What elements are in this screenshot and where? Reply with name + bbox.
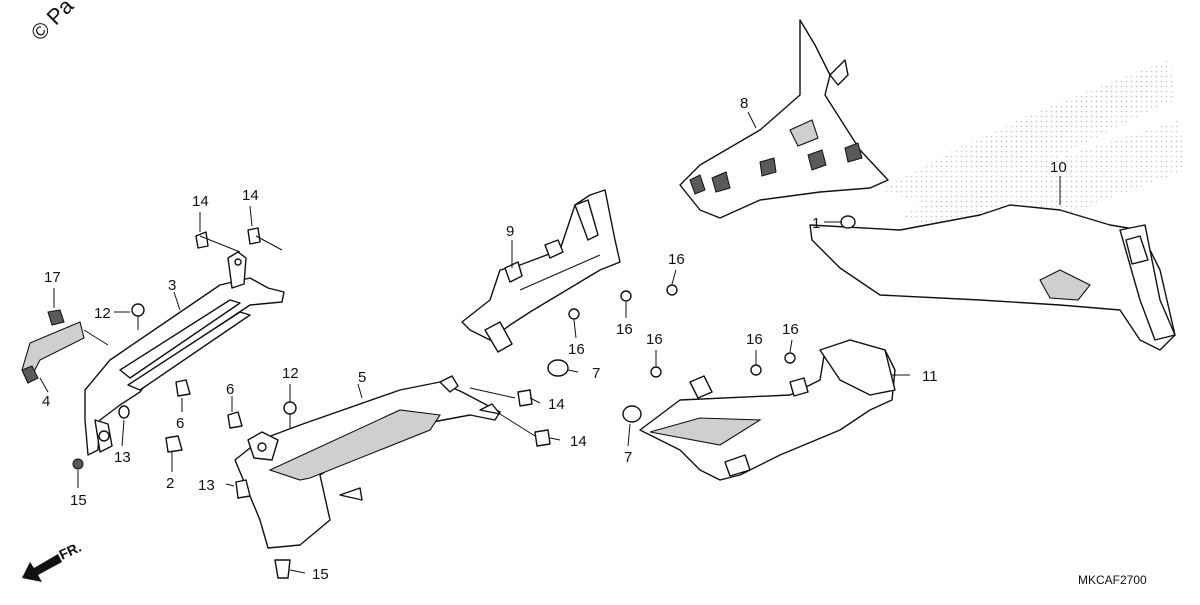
callout-16d: 16: [646, 331, 663, 348]
callout-13a: 13: [114, 449, 131, 466]
callout-14a: 14: [192, 193, 209, 210]
callout-8: 8: [740, 95, 748, 112]
callout-14b: 14: [242, 187, 259, 204]
callout-labels: 1 2 3 4 5 6 6 7 7 8 9 10 11 12 12 13 13 …: [42, 95, 1067, 583]
part-3-bracket: [84, 251, 285, 456]
front-direction-arrow: FR.: [22, 539, 84, 582]
callout-16c: 16: [568, 341, 585, 358]
callout-5: 5: [358, 369, 366, 386]
part-11-cover: [639, 339, 896, 481]
callout-17: 17: [44, 269, 61, 286]
callout-15b: 15: [312, 566, 329, 583]
copyright-mark: © Pa: [26, 0, 79, 46]
callout-14d: 14: [570, 433, 587, 450]
callout-1: 1: [812, 215, 820, 232]
callout-15a: 15: [70, 492, 87, 509]
callout-14c: 14: [548, 396, 565, 413]
leader-lines: [39, 111, 1061, 574]
callout-9: 9: [506, 223, 514, 240]
callout-7a: 7: [592, 365, 600, 382]
callout-12a: 12: [94, 305, 111, 322]
callout-16f: 16: [782, 321, 799, 338]
callout-10: 10: [1050, 159, 1067, 176]
part-4-reflector: [21, 321, 109, 385]
callout-2: 2: [166, 475, 174, 492]
callout-4: 4: [42, 393, 50, 410]
callout-6b: 6: [176, 415, 184, 432]
callout-6a: 6: [226, 381, 234, 398]
fasteners: [47, 215, 856, 579]
part-10-cover: [809, 204, 1176, 351]
part-9-bracket: [461, 189, 621, 353]
front-arrow-label: FR.: [57, 539, 84, 563]
callout-16a: 16: [668, 251, 685, 268]
drawing-code: MKCAF2700: [1078, 573, 1147, 587]
callout-12b: 12: [282, 365, 299, 382]
callout-13b: 13: [198, 477, 215, 494]
part-5-cover: [234, 375, 501, 549]
callout-16e: 16: [746, 331, 763, 348]
callout-7b: 7: [624, 449, 632, 466]
callout-3: 3: [168, 277, 176, 294]
part-8-panel: [679, 19, 889, 219]
callout-11: 11: [922, 368, 938, 385]
callout-16b: 16: [616, 321, 633, 338]
